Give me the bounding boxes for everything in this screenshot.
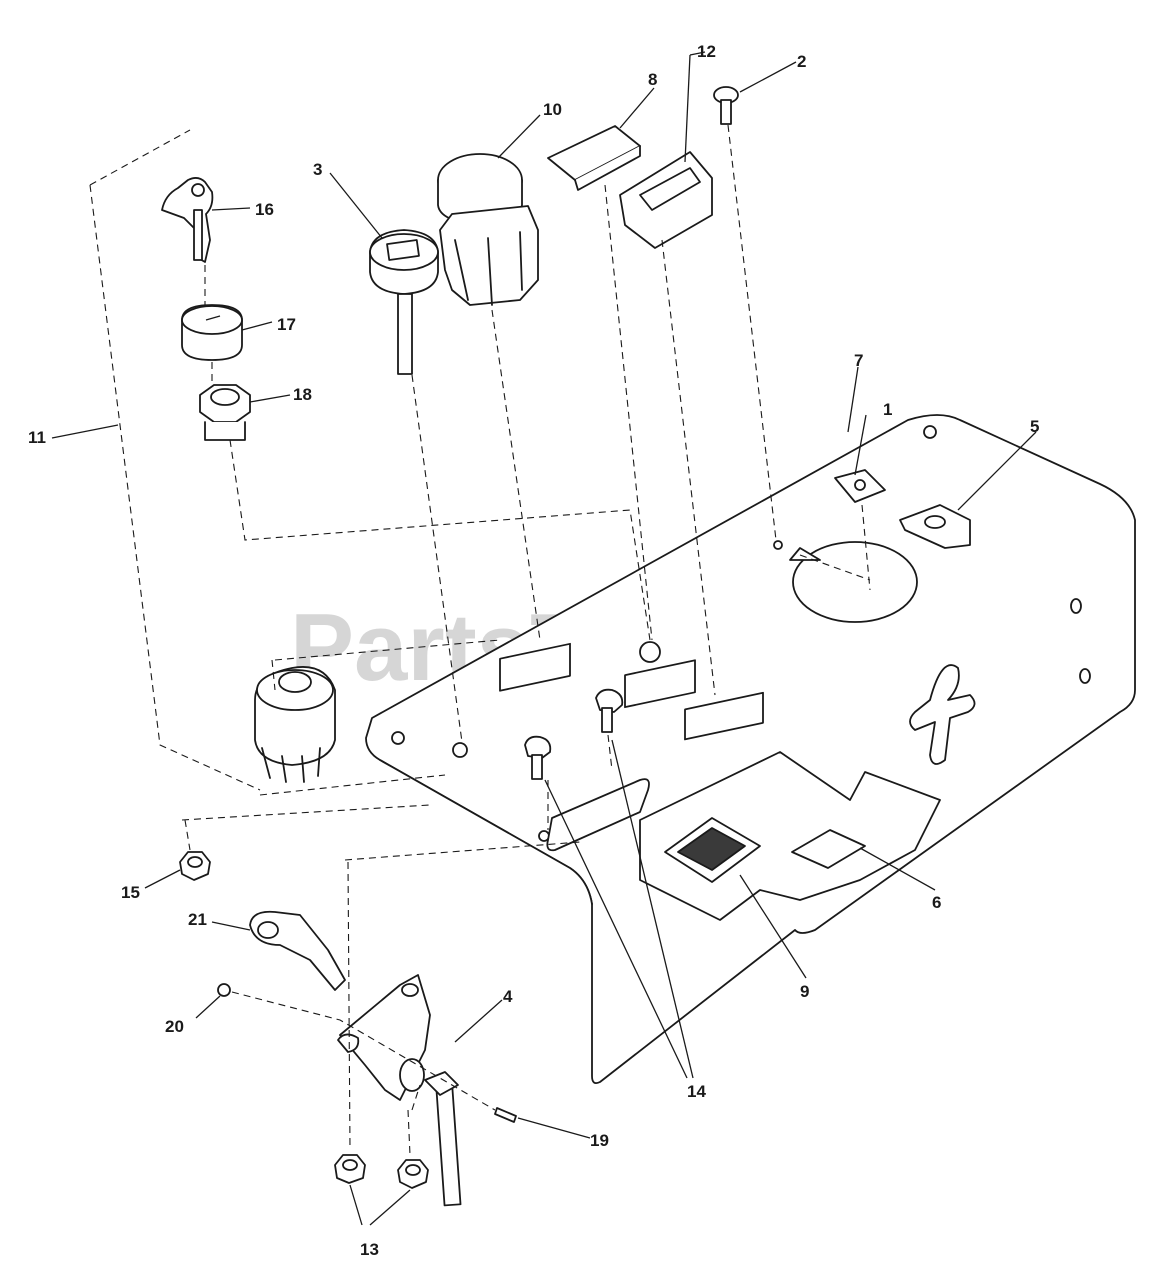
callout-10: 10 — [543, 100, 562, 119]
callout-7: 7 — [854, 351, 863, 370]
callout-numbers: 1 2 3 4 5 6 7 8 9 10 11 12 13 14 15 16 1… — [28, 42, 1039, 1259]
ignition-key — [161, 177, 214, 263]
callout-8: 8 — [648, 70, 657, 89]
assembly-lines — [89, 124, 871, 1156]
callout-6: 6 — [932, 893, 941, 912]
dash-panel — [365, 414, 1136, 1085]
indicator-lens — [547, 125, 641, 191]
linkage-bracket — [337, 974, 462, 1207]
callout-19: 19 — [590, 1131, 609, 1150]
ignition-nut — [199, 384, 251, 441]
callout-1: 1 — [883, 400, 892, 419]
callout-5: 5 — [1030, 417, 1039, 436]
spring-pin — [494, 1107, 517, 1123]
callout-3: 3 — [313, 160, 322, 179]
callout-2: 2 — [797, 52, 806, 71]
washer — [217, 983, 231, 997]
callout-17: 17 — [277, 315, 296, 334]
carriage-bolts — [524, 688, 624, 780]
callout-14: 14 — [687, 1082, 706, 1101]
hour-meter — [619, 151, 713, 249]
key-cap — [181, 304, 243, 361]
callout-21: 21 — [188, 910, 207, 929]
callout-leaders — [51, 51, 1037, 1226]
callout-15: 15 — [121, 883, 140, 902]
callout-4: 4 — [503, 987, 513, 1006]
screw — [713, 86, 739, 125]
ignition-switch — [254, 666, 336, 783]
lever-arm — [249, 910, 346, 991]
hex-nut-13-right — [397, 1159, 429, 1189]
callout-11: 11 — [28, 428, 46, 447]
callout-16: 16 — [255, 200, 274, 219]
callout-20: 20 — [165, 1017, 184, 1036]
pto-switch — [437, 153, 539, 306]
hex-nut-13-left — [334, 1154, 366, 1184]
callout-12: 12 — [697, 42, 716, 61]
bracket — [899, 504, 971, 549]
callout-18: 18 — [293, 385, 312, 404]
callout-13: 13 — [360, 1240, 379, 1259]
callout-9: 9 — [800, 982, 809, 1001]
hex-nut-15 — [179, 851, 211, 881]
pull-knob — [369, 229, 439, 375]
